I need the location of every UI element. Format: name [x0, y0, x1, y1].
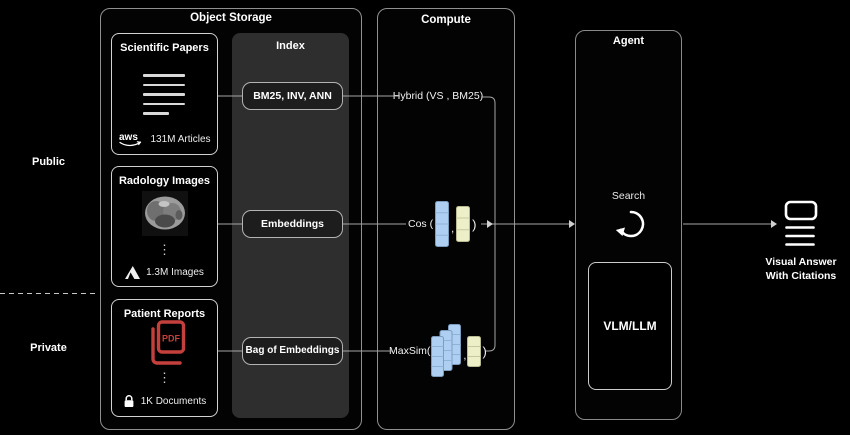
query-vector-icon — [435, 201, 450, 247]
visual-answer-caption: Visual Answer With Citations — [746, 256, 850, 283]
visual-answer-icon — [784, 200, 818, 246]
card-footer: 1K Documents — [112, 394, 217, 409]
card-footer: 1.3M Images — [112, 266, 217, 279]
hybrid-label: Hybrid (VS , BM25) — [392, 90, 484, 102]
maxsim-suffix: ) — [482, 343, 487, 359]
visual-answer-line2: With Citations — [765, 269, 837, 282]
card-title: Patient Reports — [123, 308, 206, 320]
card-count: 1K Documents — [140, 396, 207, 407]
pdf-label: PDF — [162, 334, 181, 344]
pdf-icon: PDF — [151, 320, 186, 365]
cos-suffix: ) — [472, 216, 477, 232]
vlm-llm-box: VLM/LLM — [588, 262, 672, 390]
ellipsis: ⋮ — [158, 242, 171, 257]
vlm-llm-label: VLM/LLM — [603, 319, 657, 333]
object-storage-title: Object Storage — [190, 12, 272, 24]
private-zone-label: Private — [30, 342, 67, 354]
index-pill-bag-of-embeddings: Bag of Embeddings — [242, 337, 343, 365]
index-pill-embeddings: Embeddings — [242, 210, 343, 238]
output-arrowhead — [771, 220, 777, 228]
card-footer: aws 131M Articles — [112, 131, 217, 147]
card-patient-reports: Patient Reports PDF ⋮ 1K Documents — [111, 299, 218, 417]
visual-answer-line1: Visual Answer — [765, 256, 837, 268]
maxsim-comma: , — [463, 350, 467, 362]
search-label: Search — [611, 190, 646, 202]
card-radology-images: Radology Images ⋮ 1.3M Images — [111, 166, 218, 287]
maxsim-operation: MaxSim( , ) — [389, 324, 487, 378]
ct-scan-image — [142, 191, 188, 236]
public-zone-label: Public — [31, 156, 65, 168]
card-scientific-papers: Scientific Papers aws 131M Articles — [111, 33, 218, 155]
text-lines-icon — [143, 74, 185, 115]
card-title: Radology Images — [118, 175, 211, 187]
maxsim-prefix: MaxSim( — [389, 345, 431, 357]
doc-vector-icon — [456, 206, 471, 242]
compute-title: Compute — [421, 14, 471, 26]
agent-title: Agent — [612, 35, 645, 47]
cos-prefix: Cos ( — [408, 218, 434, 230]
cos-operation: Cos ( , ) — [408, 199, 477, 249]
ellipsis: ⋮ — [158, 370, 171, 385]
lock-icon — [124, 395, 134, 407]
search-loop-icon — [615, 210, 645, 238]
doc-vector-icon — [467, 335, 482, 367]
card-count: 1.3M Images — [146, 267, 204, 278]
aws-logo: aws — [119, 132, 142, 147]
card-count: 131M Articles — [150, 133, 211, 145]
index-pill-bm25: BM25, INV, ANN — [242, 82, 343, 110]
multi-vector-stack-icon — [431, 324, 462, 377]
card-title: Scientific Papers — [120, 42, 209, 54]
cos-comma: , — [451, 223, 455, 235]
index-title: Index — [276, 40, 305, 52]
azure-logo — [125, 266, 141, 279]
aws-logo-text: aws — [119, 132, 138, 143]
